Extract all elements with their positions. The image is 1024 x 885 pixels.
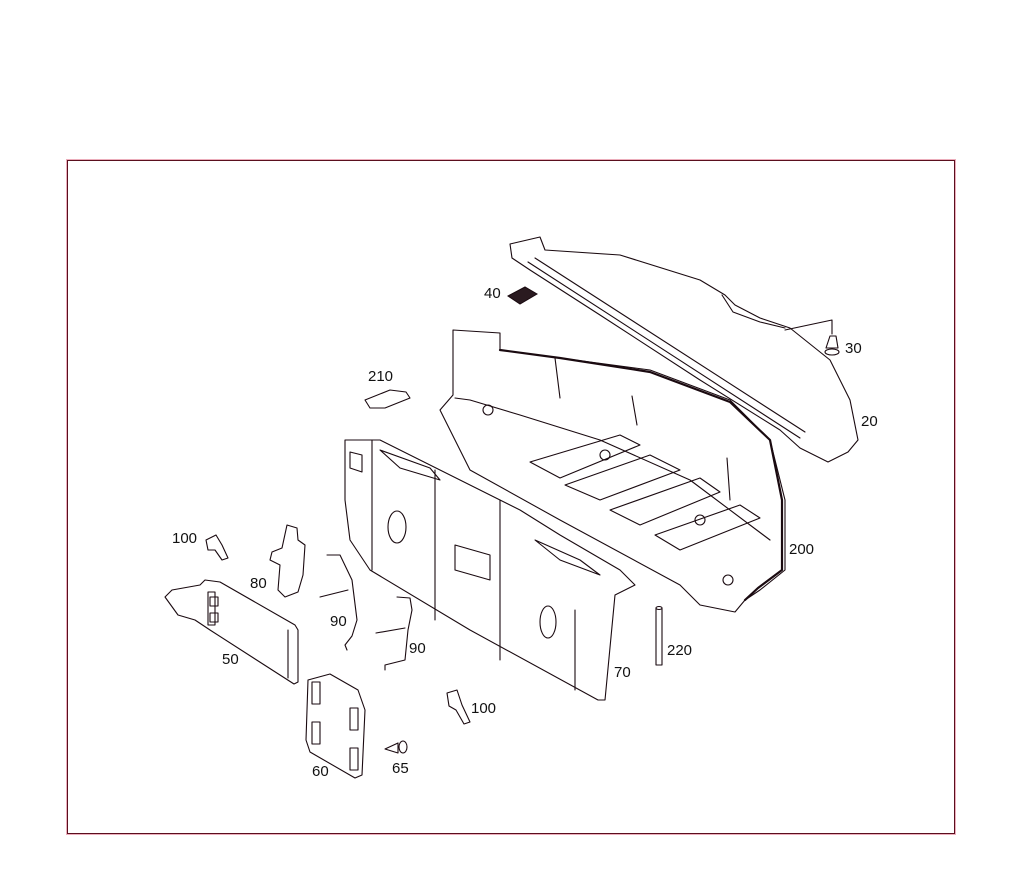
callout-90a[interactable]: 90 xyxy=(330,613,347,630)
part-90b-bracket[interactable] xyxy=(375,596,413,671)
part-100b-clip[interactable] xyxy=(446,689,471,725)
callout-40[interactable]: 40 xyxy=(484,285,501,302)
callout-90b[interactable]: 90 xyxy=(409,640,426,657)
diagram-frame xyxy=(67,160,955,834)
part-40-pad[interactable] xyxy=(507,286,538,305)
part-20-shelf-panel[interactable] xyxy=(509,236,859,463)
callout-70[interactable]: 70 xyxy=(614,664,631,681)
callout-100b[interactable]: 100 xyxy=(471,700,497,717)
part-210-cover[interactable] xyxy=(364,389,411,409)
callout-210[interactable]: 210 xyxy=(368,368,394,385)
part-60-bracket-block[interactable] xyxy=(305,673,366,779)
callout-65[interactable]: 65 xyxy=(392,760,409,777)
part-200-tray[interactable] xyxy=(439,329,786,613)
callout-20[interactable]: 20 xyxy=(861,413,878,430)
callout-30[interactable]: 30 xyxy=(845,340,862,357)
part-30-screw[interactable] xyxy=(784,319,840,356)
part-70-partition[interactable] xyxy=(344,439,636,701)
callout-50[interactable]: 50 xyxy=(222,651,239,668)
part-100a-clip[interactable] xyxy=(205,534,229,561)
part-50-side-panel[interactable] xyxy=(164,579,299,685)
callout-100a[interactable]: 100 xyxy=(172,530,198,547)
callout-200[interactable]: 200 xyxy=(789,541,815,558)
part-90a-bracket[interactable] xyxy=(319,554,358,651)
callout-220[interactable]: 220 xyxy=(667,642,693,659)
part-220-rod[interactable] xyxy=(655,605,663,666)
callout-60[interactable]: 60 xyxy=(312,763,329,780)
callout-80[interactable]: 80 xyxy=(250,575,267,592)
part-65-screw[interactable] xyxy=(384,740,408,754)
part-80-bracket[interactable] xyxy=(269,524,306,598)
